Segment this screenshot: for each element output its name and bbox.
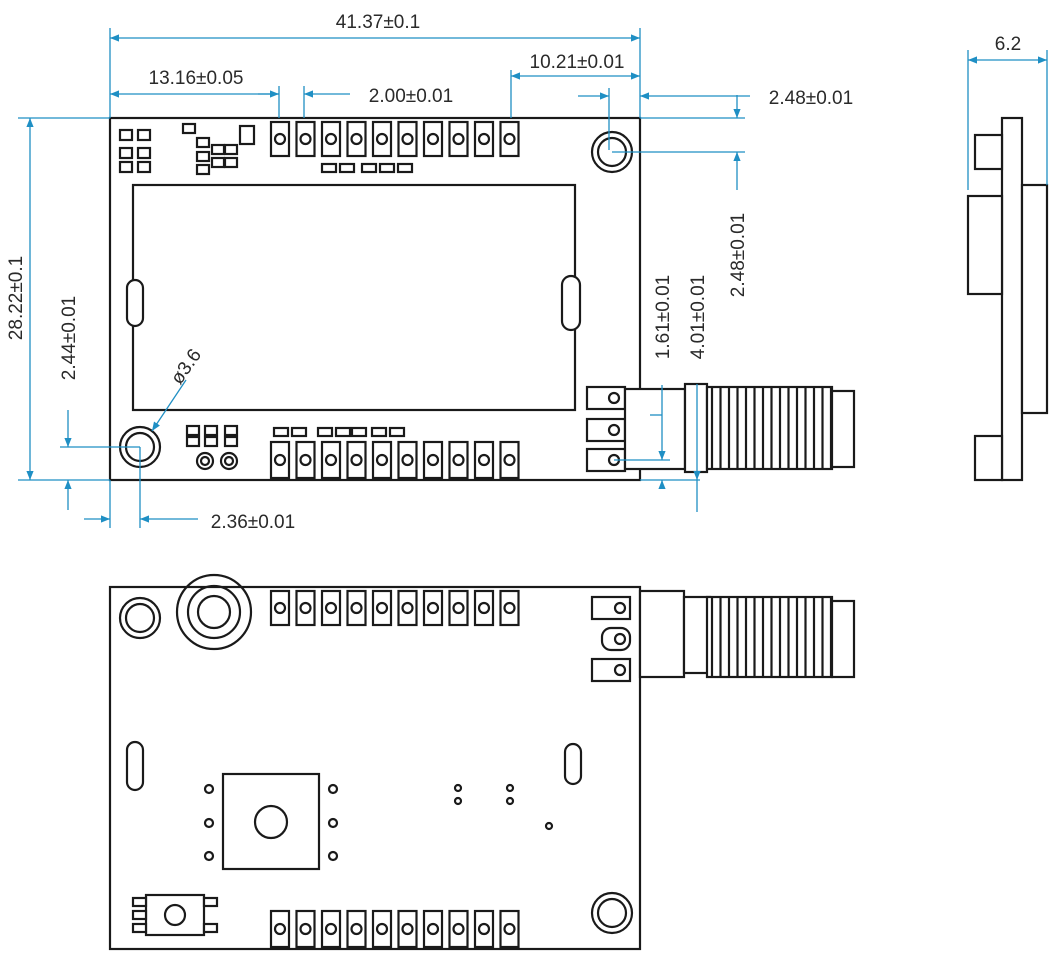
top-view (108, 116, 856, 482)
pin-pad (371, 909, 393, 949)
pin-pad (473, 120, 495, 158)
pin-pad (448, 909, 469, 949)
pin-pad (397, 120, 418, 158)
top-pin-header (269, 120, 520, 158)
pin-pad (269, 440, 291, 480)
pin-pad (346, 909, 367, 949)
pin-pad (422, 440, 444, 480)
pin-pad (295, 120, 316, 158)
tact-switch (131, 893, 219, 937)
shield-slot-right (560, 274, 582, 332)
pin-pad (371, 440, 393, 480)
pin-pad (269, 909, 291, 949)
board-outline-bottom (108, 585, 642, 951)
label-thickness: 6.2 (995, 34, 1021, 55)
pin-pad (320, 909, 342, 949)
label-hole-right-offset: 2.48±0.01 (728, 213, 749, 297)
label-pin-pitch: 2.00±0.01 (369, 86, 453, 107)
label-right-offset: 10.21±0.01 (530, 52, 625, 73)
pin-pad (499, 909, 520, 949)
pin-pad (269, 589, 291, 627)
pin-pad (473, 909, 495, 949)
bottom-view-bottom-pins (269, 909, 520, 949)
bottom-view-top-pins (269, 589, 520, 627)
pin-pad (422, 589, 444, 627)
smd-components-top-left (118, 122, 256, 176)
smd-components-top-row (320, 162, 414, 174)
pin-pad (499, 120, 520, 158)
pin-pad (397, 909, 418, 949)
shield-slot-left (125, 278, 145, 328)
pin-pad (320, 589, 342, 627)
label-left-to-pin: 13.16±0.05 (149, 68, 244, 89)
pin-pad (422, 120, 444, 158)
pin-pad (269, 120, 291, 158)
smd-components-bottom (185, 424, 406, 471)
sensor-chip (221, 772, 321, 871)
pin-pad (448, 120, 469, 158)
pin-pad (346, 120, 367, 158)
label-connector-b: 4.01±0.01 (688, 275, 709, 359)
pin-pad (499, 589, 520, 627)
pin-pad (295, 909, 316, 949)
pin-pad (295, 589, 316, 627)
dimension-lines (18, 28, 1048, 528)
bottom-pin-header (269, 440, 520, 480)
sma-connector-bottom (590, 589, 856, 683)
bottom-view (108, 573, 856, 951)
label-overall-width: 41.37±0.1 (336, 12, 420, 33)
label-hole-left-offset: 2.36±0.01 (211, 512, 295, 533)
pin-pad (473, 589, 495, 627)
board-outline-top (108, 116, 642, 482)
side-board (1000, 116, 1024, 482)
rf-shield (131, 183, 577, 412)
label-hole-diameter: ø3.6 (167, 345, 206, 388)
side-view (966, 116, 1049, 482)
pin-pad (346, 589, 367, 627)
pin-pad (320, 120, 342, 158)
label-hole-bottom-offset: 2.44±0.01 (59, 296, 80, 380)
buzzer-ring (175, 573, 253, 651)
pin-pad (397, 440, 418, 480)
label-hole-top-offset: 2.48±0.01 (769, 88, 853, 109)
pin-pad (346, 440, 367, 480)
label-overall-height: 28.22±0.1 (6, 256, 27, 340)
pin-pad (371, 589, 393, 627)
sma-connector-top (585, 382, 856, 474)
pin-pad (448, 440, 469, 480)
pin-pad (422, 909, 444, 949)
pin-pad (448, 589, 469, 627)
pin-pad (397, 589, 418, 627)
pin-pad (295, 440, 316, 480)
pin-pad (473, 440, 495, 480)
pin-pad (371, 120, 393, 158)
pin-pad (320, 440, 342, 480)
label-connector-a: 1.61±0.01 (653, 275, 674, 359)
pin-pad (499, 440, 520, 480)
